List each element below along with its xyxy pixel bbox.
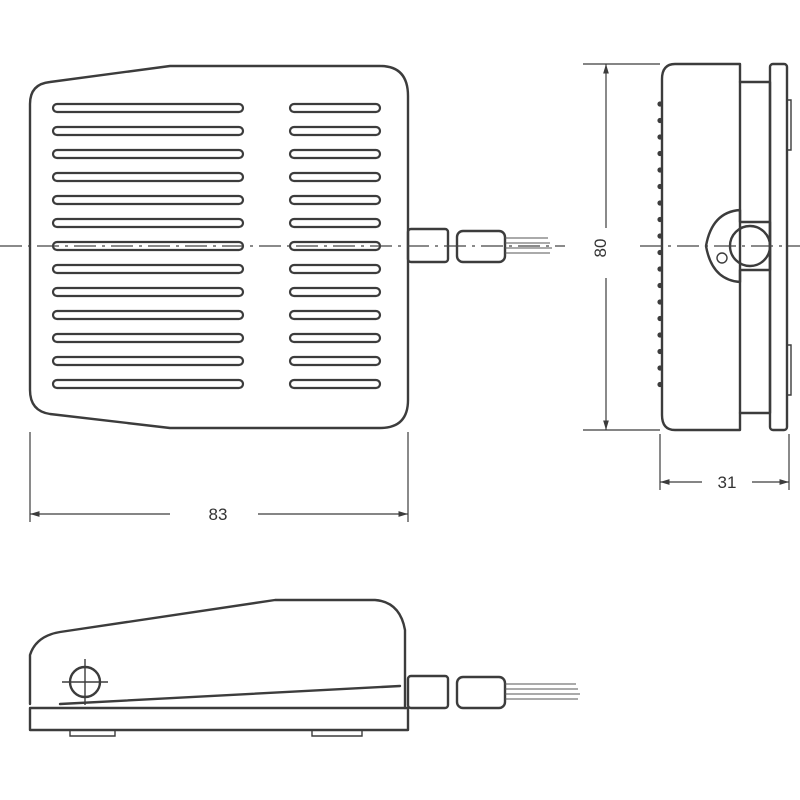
- pivot-boss: [704, 208, 772, 284]
- front-view-pedal: [28, 598, 407, 710]
- ventilation-slot: [51, 355, 245, 367]
- depth-dimension-label: 31: [718, 473, 737, 492]
- ventilation-slot: [51, 194, 245, 206]
- grip-dot: [657, 117, 663, 124]
- front-view-cable-gland: [406, 674, 450, 710]
- height-dimension-label: 80: [591, 239, 610, 258]
- cable-wires: [505, 237, 552, 254]
- ventilation-slot: [51, 217, 245, 229]
- height-dimension: 80: [583, 63, 660, 431]
- grip-dot: [657, 216, 663, 223]
- ventilation-slot: [51, 309, 245, 321]
- ventilation-slot: [288, 355, 382, 367]
- ventilation-slot: [51, 102, 245, 114]
- ventilation-slot: [51, 378, 245, 390]
- ventilation-slot: [288, 148, 382, 160]
- ventilation-slot: [51, 286, 245, 298]
- depth-dimension: 31: [659, 434, 790, 492]
- ventilation-slot: [51, 332, 245, 344]
- grip-dot: [657, 183, 663, 190]
- ventilation-slot: [288, 332, 382, 344]
- front-view-feet: [69, 730, 363, 737]
- grip-dot: [657, 200, 663, 206]
- front-view: [28, 598, 580, 737]
- side-view-grip-dots: [657, 101, 663, 388]
- grip-dot: [657, 282, 663, 289]
- grip-dot: [657, 299, 663, 305]
- ventilation-slot: [288, 378, 382, 390]
- grip-dot: [657, 348, 663, 355]
- grip-dot: [657, 167, 663, 173]
- grip-dot: [657, 315, 663, 322]
- ventilation-slot: [288, 171, 382, 183]
- grip-dot: [657, 381, 663, 388]
- side-view-foot-bottom: [787, 344, 792, 396]
- ventilation-slot: [288, 286, 382, 298]
- ventilation-slot: [288, 263, 382, 275]
- ventilation-slot: [288, 309, 382, 321]
- grip-dot: [657, 266, 663, 272]
- grip-dot: [657, 249, 663, 256]
- front-view-cable-wires: [505, 683, 580, 700]
- top-view-outline: [28, 64, 410, 430]
- top-view: [0, 64, 565, 430]
- ventilation-slot: [288, 217, 382, 229]
- side-view-foot-top: [787, 99, 792, 151]
- side-view-body: [660, 62, 742, 432]
- grip-dot: [657, 101, 663, 107]
- front-view-cable-sleeve: [455, 675, 507, 710]
- grip-dot: [657, 150, 663, 157]
- side-view: [640, 62, 800, 432]
- ventilation-slot: [51, 148, 245, 160]
- width-dimension-label: 83: [209, 505, 228, 524]
- top-view-slots-right: [288, 102, 382, 390]
- ventilation-slot: [288, 102, 382, 114]
- front-view-base-plate: [28, 706, 410, 732]
- ventilation-slot: [288, 194, 382, 206]
- grip-dot: [657, 134, 663, 140]
- ventilation-slot: [288, 125, 382, 137]
- ventilation-slot: [51, 171, 245, 183]
- pivot-screw: [716, 252, 728, 264]
- side-view-base: [768, 62, 789, 432]
- ventilation-slot: [51, 263, 245, 275]
- width-dimension: 83: [29, 432, 409, 524]
- ventilation-slot: [51, 125, 245, 137]
- top-view-slots-left: [51, 102, 245, 390]
- grip-dot: [657, 332, 663, 338]
- front-view-pedal-edge: [58, 684, 402, 706]
- grip-dot: [657, 233, 663, 239]
- side-view-inner-plate: [738, 80, 772, 415]
- grip-dot: [657, 365, 663, 371]
